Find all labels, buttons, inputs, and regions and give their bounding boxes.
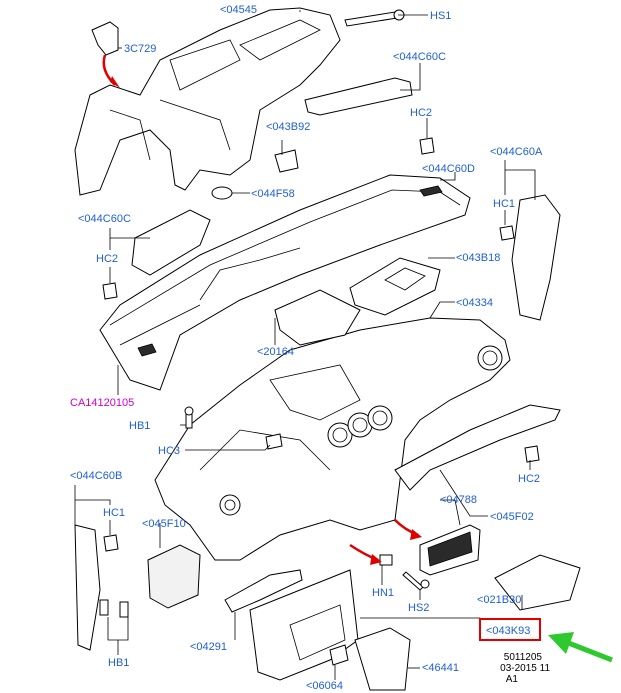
- label-044c60c-top: <044C60C: [393, 51, 446, 63]
- green-pointer-arrow: [548, 632, 613, 663]
- label-043b18: <043B18: [456, 252, 500, 264]
- label-044f58: <044F58: [251, 188, 295, 200]
- label-044c60c-left: <044C60C: [78, 213, 131, 225]
- dashboard-upper-panel: [99, 174, 471, 391]
- label-hn1: HN1: [372, 587, 394, 599]
- footer-line2: 03-2015 11: [500, 663, 550, 674]
- leader-lines: [74, 10, 536, 680]
- label-ca14120105: CA14120105: [70, 397, 134, 409]
- label-hc2-top: HC2: [410, 107, 432, 119]
- label-hc1-right: HC1: [493, 198, 515, 210]
- label-hc1-left: HC1: [103, 507, 125, 519]
- highlight-box: [479, 618, 541, 641]
- label-hc2-right: HC2: [518, 473, 540, 485]
- small-parts: [74, 77, 581, 691]
- label-043k93: <043K93: [486, 625, 530, 637]
- footer-line3: A1: [506, 674, 519, 685]
- label-hc3: HC3: [158, 445, 180, 457]
- label-hc2-left: HC2: [96, 253, 118, 265]
- label-hb1-mid: HB1: [129, 420, 150, 432]
- label-021b30: <021B30: [477, 594, 521, 606]
- label-043b92: <043B92: [266, 121, 310, 133]
- label-06064: <06064: [306, 680, 343, 692]
- label-04334: <04334: [456, 297, 493, 309]
- label-hb1-bottom: HB1: [108, 657, 129, 669]
- label-045f10: <045F10: [142, 518, 186, 530]
- label-3c729: 3C729: [124, 43, 156, 55]
- footer-reference: 5011205 03-2015 11 A1: [500, 652, 550, 685]
- label-044c60d: <044C60D: [422, 163, 475, 175]
- footer-line1: 5011205: [504, 652, 543, 663]
- instrument-panel-lower: [154, 317, 561, 561]
- label-46441: <46441: [422, 662, 459, 674]
- label-044c60b: <044C60B: [70, 470, 122, 482]
- cross-car-beam: [74, 7, 405, 196]
- label-04291: <04291: [190, 641, 227, 653]
- part-labels: <04545 HS1 3C729 <044C60C HC2 <043B92 <0…: [70, 4, 543, 692]
- label-045f02: <045F02: [490, 511, 534, 523]
- label-hs1-top: HS1: [430, 10, 451, 22]
- label-hs2: HS2: [408, 602, 429, 614]
- label-04545: <04545: [220, 4, 257, 16]
- red-arrows: [102, 54, 422, 565]
- label-04788: <04788: [440, 494, 477, 506]
- label-20164: <20164: [257, 346, 294, 358]
- label-044c60a: <044C60A: [490, 146, 543, 158]
